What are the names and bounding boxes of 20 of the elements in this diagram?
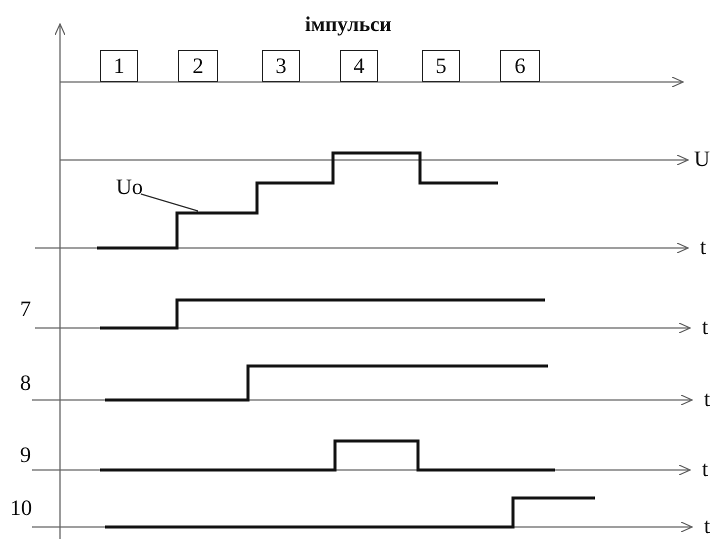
axis-label: t [704, 388, 710, 410]
pulse-number-box: 4 [340, 50, 378, 82]
pulse-number-box: 2 [178, 50, 218, 82]
row-number: 7 [20, 298, 31, 320]
signal-waveform [97, 152, 498, 250]
pulse-number-box: 6 [500, 50, 540, 82]
row-number: 8 [20, 372, 31, 394]
leader-line [140, 193, 198, 212]
pulse-number-box: 3 [262, 50, 300, 82]
row-number: 10 [10, 497, 32, 519]
axis-label: t [704, 515, 710, 537]
diagram-title: імпульси [305, 14, 392, 35]
pulse-number-box: 5 [422, 50, 460, 82]
axis-label: t [700, 236, 706, 258]
pulse-number-box: 1 [100, 50, 138, 82]
row-number: 9 [20, 444, 31, 466]
signal-label: Uo [116, 176, 143, 198]
axis-label: U [694, 148, 710, 170]
axis-label: t [702, 316, 708, 338]
axis-label: t [702, 458, 708, 480]
